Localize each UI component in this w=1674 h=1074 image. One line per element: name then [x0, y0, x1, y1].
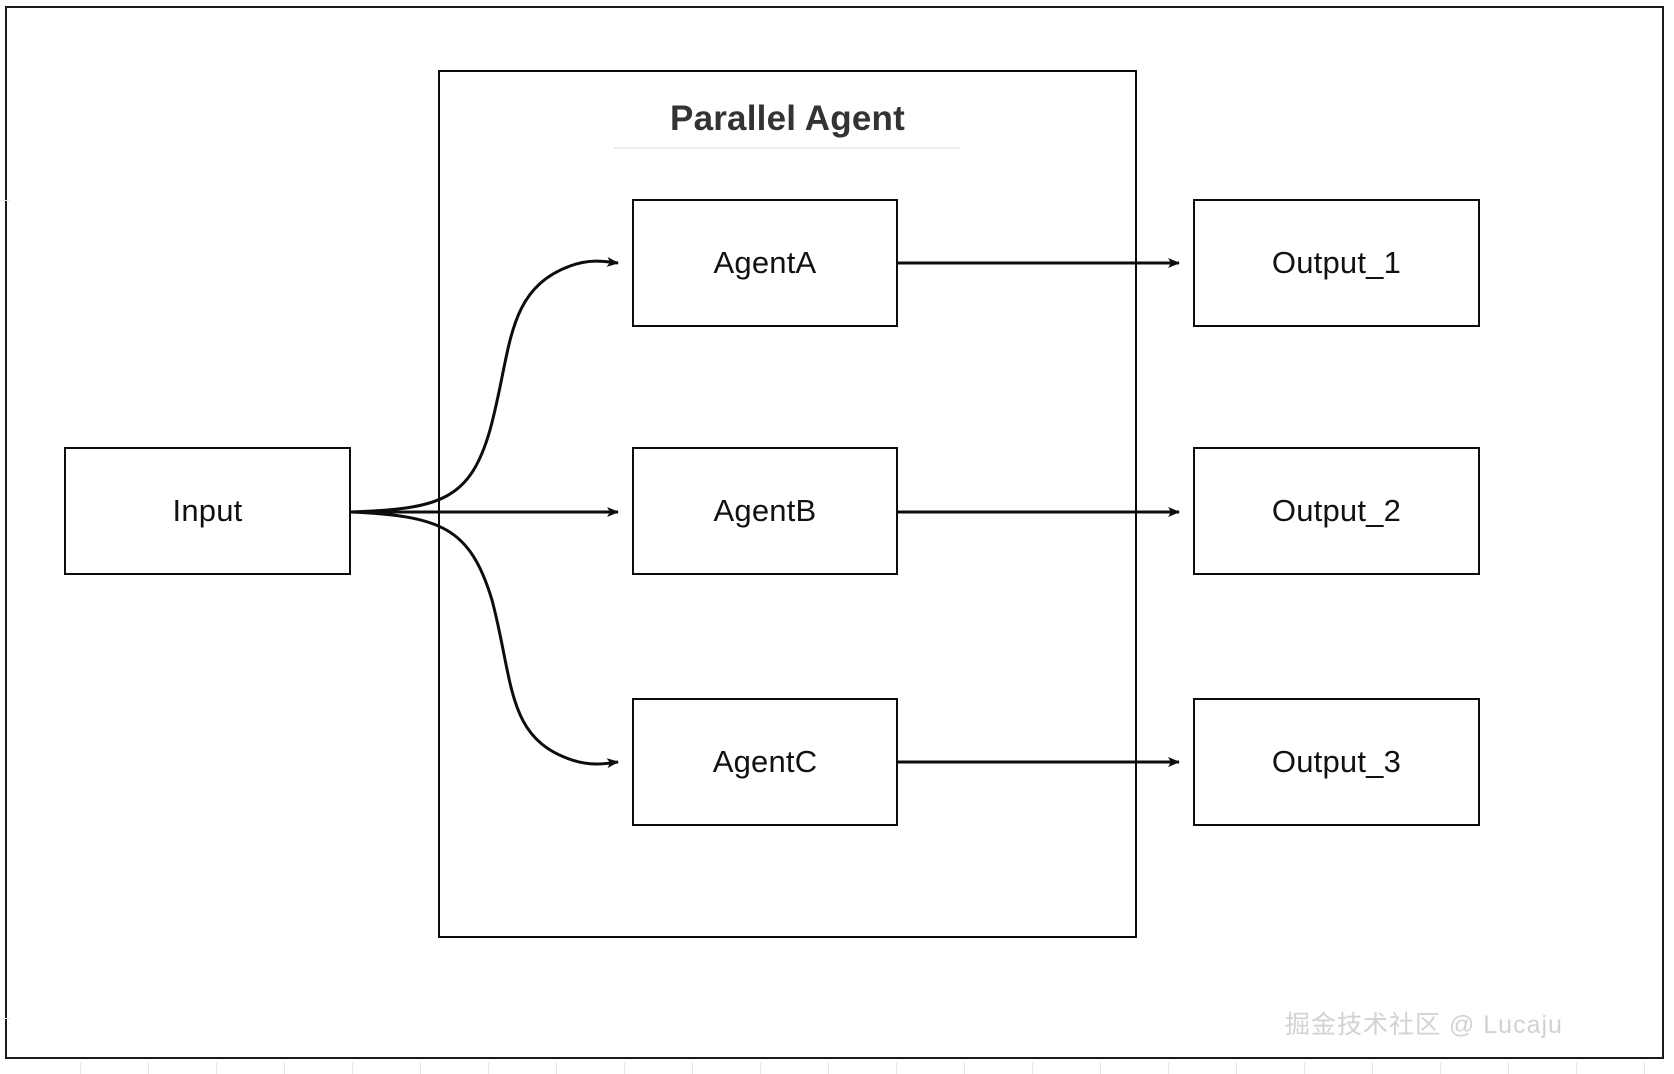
ruler-tick — [1032, 1062, 1033, 1074]
node-agent-b[interactable]: AgentB — [632, 447, 898, 575]
watermark-text: 掘金技术社区 @ Lucaju — [1285, 1011, 1563, 1039]
ruler-tick — [352, 1062, 353, 1074]
ruler-ticks — [0, 1062, 1674, 1074]
ruler-tick — [896, 1062, 897, 1074]
ruler-tick — [1100, 1062, 1101, 1074]
ruler-tick — [760, 1062, 761, 1074]
ruler-left-tick-lower — [0, 1018, 10, 1019]
node-agent-c-label: AgentC — [712, 744, 818, 779]
ruler-tick — [556, 1062, 557, 1074]
ruler-tick — [80, 1062, 81, 1074]
node-output-1[interactable]: Output_1 — [1193, 199, 1480, 327]
ruler-tick — [828, 1062, 829, 1074]
ruler-tick — [1236, 1062, 1237, 1074]
ruler-tick — [1644, 1062, 1645, 1074]
node-output-3-label: Output_3 — [1271, 744, 1402, 779]
group-title: Parallel Agent — [670, 99, 905, 138]
node-agent-c[interactable]: AgentC — [632, 698, 898, 826]
node-agent-b-label: AgentB — [713, 493, 817, 528]
node-output-1-label: Output_1 — [1271, 245, 1402, 280]
ruler-tick — [1440, 1062, 1441, 1074]
ruler-tick — [488, 1062, 489, 1074]
ruler-tick — [692, 1062, 693, 1074]
ruler-tick — [1168, 1062, 1169, 1074]
node-output-2[interactable]: Output_2 — [1193, 447, 1480, 575]
node-output-2-label: Output_2 — [1271, 493, 1402, 528]
node-output-3[interactable]: Output_3 — [1193, 698, 1480, 826]
node-agent-a-label: AgentA — [713, 245, 817, 280]
ruler-tick — [1576, 1062, 1577, 1074]
group-title-underline — [614, 147, 960, 149]
ruler-tick — [216, 1062, 217, 1074]
ruler-tick — [624, 1062, 625, 1074]
ruler-tick — [148, 1062, 149, 1074]
ruler-tick — [964, 1062, 965, 1074]
ruler-tick — [1508, 1062, 1509, 1074]
ruler-left-tick — [0, 200, 10, 201]
ruler-tick — [1372, 1062, 1373, 1074]
ruler-tick — [1304, 1062, 1305, 1074]
node-input[interactable]: Input — [64, 447, 351, 575]
ruler-tick — [284, 1062, 285, 1074]
node-input-label: Input — [172, 493, 243, 528]
node-agent-a[interactable]: AgentA — [632, 199, 898, 327]
ruler-tick — [420, 1062, 421, 1074]
